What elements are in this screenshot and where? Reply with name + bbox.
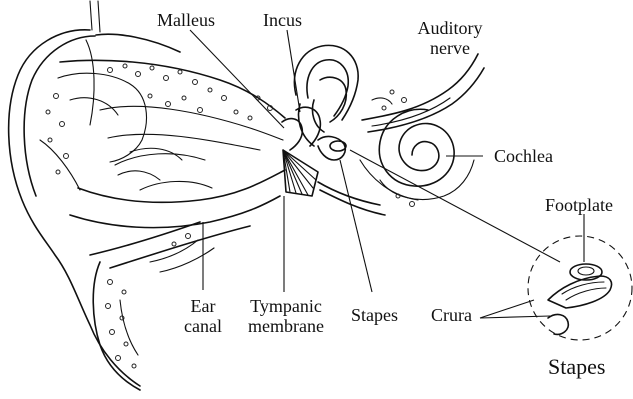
label-malleus: Malleus [157,10,215,30]
ear-lobe [93,262,140,390]
label-auditory-nerve-line1: Auditory [408,18,492,38]
label-stapes: Stapes [351,305,398,325]
label-leaders [190,30,584,318]
middle-ear-stapes [318,137,346,160]
semicircular-canals [294,45,358,146]
label-footplate: Footplate [545,195,613,215]
cochlea [379,109,474,199]
stapes-detail [528,236,632,340]
label-ear-canal-line2: canal [168,316,238,336]
label-incus: Incus [263,10,302,30]
ear-canal-walls [70,170,385,272]
tympanic-membrane [283,150,318,196]
label-ear-canal: Ear canal [168,296,238,336]
label-tympanic-line1: Tympanic [236,296,336,316]
label-stapes-detail: Stapes [548,355,605,379]
label-cochlea: Cochlea [494,146,553,166]
label-tympanic-membrane: Tympanic membrane [236,296,336,336]
label-auditory-nerve-line2: nerve [408,38,492,58]
label-ear-canal-line1: Ear [168,296,238,316]
label-auditory-nerve: Auditory nerve [408,18,492,58]
label-crura: Crura [431,305,472,325]
label-tympanic-line2: membrane [236,316,336,336]
auditory-nerve [362,54,484,132]
stapes-detail-connector [350,150,560,262]
